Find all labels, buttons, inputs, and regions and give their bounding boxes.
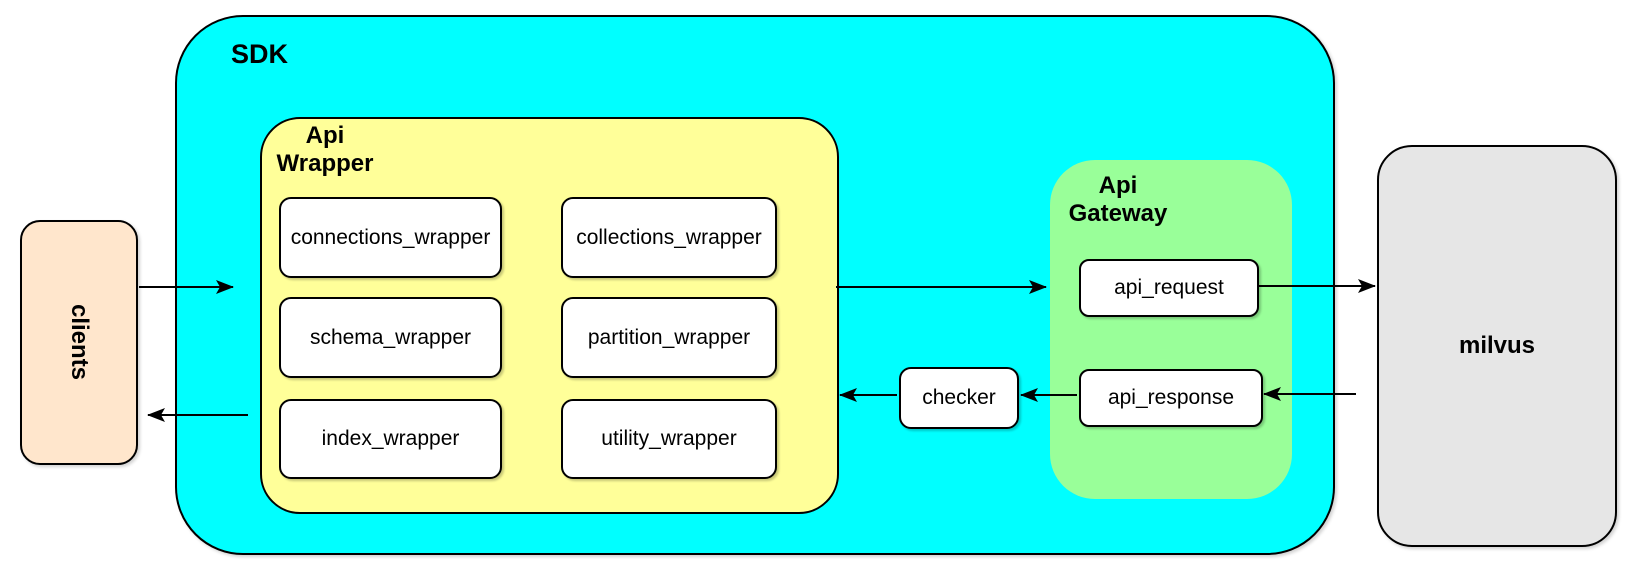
milvus-label: milvus — [1458, 332, 1536, 359]
utility-wrapper-label: utility_wrapper — [601, 427, 737, 450]
api-gateway-label: Api Gateway — [1068, 172, 1168, 227]
checker-label: checker — [922, 386, 996, 409]
schema-wrapper-box: schema_wrapper — [279, 297, 502, 378]
milvus-box: milvus — [1377, 145, 1617, 547]
sdk-label: SDK — [231, 39, 289, 69]
api-gateway-container: Api Gateway api_request api_response — [1050, 160, 1292, 499]
collections-wrapper-box: collections_wrapper — [561, 197, 777, 278]
clients-label: clients — [66, 304, 93, 381]
api-request-box: api_request — [1079, 259, 1259, 317]
partition-wrapper-box: partition_wrapper — [561, 297, 777, 378]
partition-wrapper-label: partition_wrapper — [587, 325, 751, 349]
index-wrapper-box: index_wrapper — [279, 399, 502, 479]
api-wrapper-container: Api Wrapper connections_wrapper collecti… — [260, 117, 839, 514]
sdk-container: SDK Api Wrapper connections_wrapper coll… — [175, 15, 1335, 555]
utility-wrapper-box: utility_wrapper — [561, 399, 777, 479]
checker-box: checker — [899, 367, 1019, 429]
api-response-box: api_response — [1079, 369, 1263, 427]
schema-wrapper-label: schema_wrapper — [309, 325, 472, 349]
connections-wrapper-label: connections_wrapper — [290, 225, 491, 249]
api-response-label: api_response — [1107, 386, 1235, 409]
api-wrapper-label: Api Wrapper — [276, 122, 374, 177]
index-wrapper-label: index_wrapper — [321, 427, 460, 450]
collections-wrapper-label: collections_wrapper — [576, 225, 762, 249]
clients-box: clients — [20, 220, 138, 465]
connections-wrapper-box: connections_wrapper — [279, 197, 502, 278]
api-request-label: api_request — [1114, 276, 1224, 299]
